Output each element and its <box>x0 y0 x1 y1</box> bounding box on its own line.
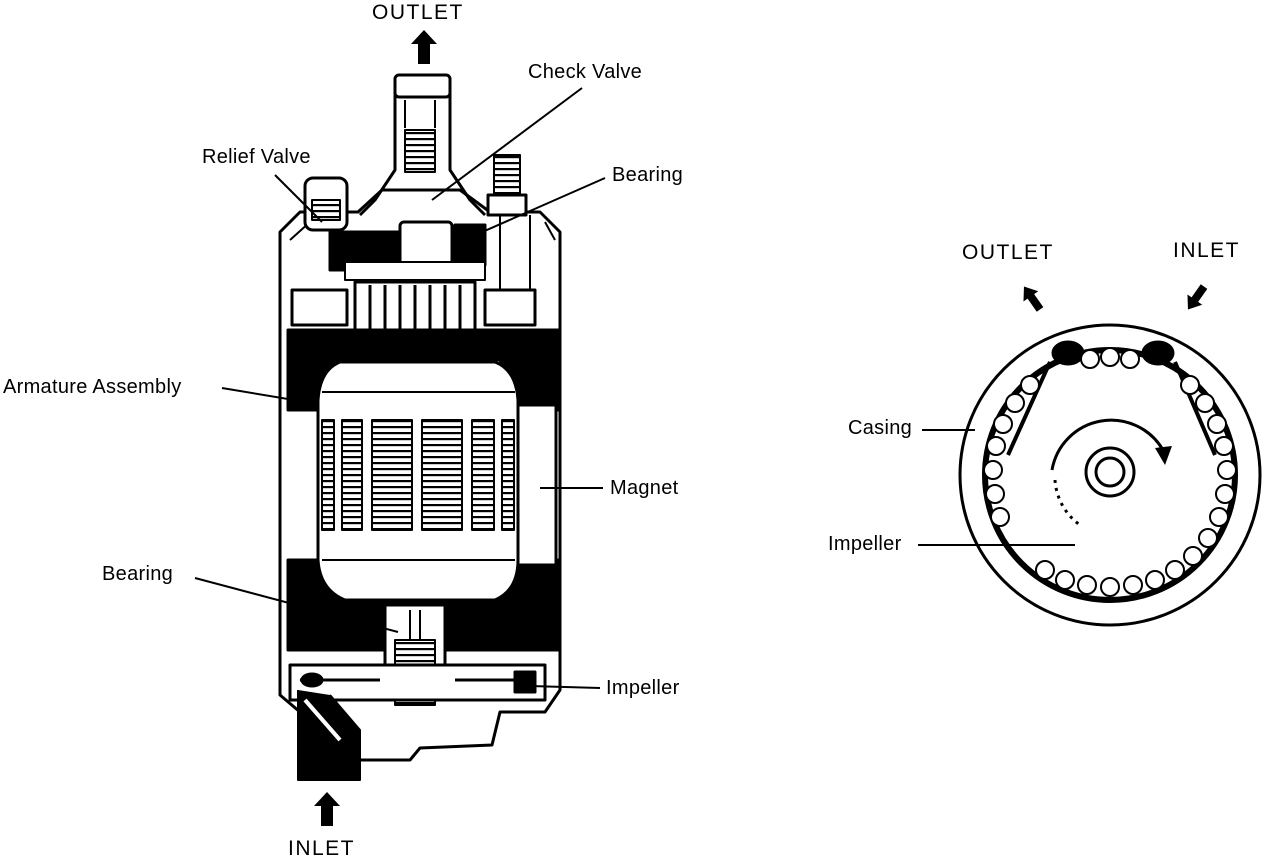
magnet-upper <box>286 328 562 412</box>
rotation-arrow <box>1050 418 1165 471</box>
armature-assembly <box>316 360 520 602</box>
outlet-flow-arrow-icon <box>1023 286 1044 312</box>
terminal-post <box>493 154 521 196</box>
impeller-housing <box>288 663 547 702</box>
inlet-arrow-icon <box>314 792 340 826</box>
pump-outlet-label: OUTLET <box>372 1 464 24</box>
magnet-label: Magnet <box>610 477 679 499</box>
magnet-side <box>516 403 558 567</box>
inlet-flow-arrow-icon <box>1187 284 1208 310</box>
outlet-nozzle <box>393 73 452 99</box>
lower-bearing-label: Bearing <box>102 563 174 585</box>
casing-outer-ring <box>958 323 1262 627</box>
outlet-tube <box>358 78 487 217</box>
relief-valve-label: Relief Valve <box>202 146 311 168</box>
impeller-hub <box>1084 446 1136 498</box>
check-valve-label: Check Valve <box>528 61 643 83</box>
armature-assembly-label: Armature Assembly <box>3 376 182 398</box>
outlet-port <box>1051 340 1085 366</box>
pump-cross-section <box>194 30 606 826</box>
outlet-arrow-icon <box>411 30 437 64</box>
check-valve-spring <box>404 129 436 173</box>
impeller-end-view <box>918 284 1262 627</box>
upper-bearing-label: Bearing <box>612 164 684 186</box>
view-inlet-label: INLET <box>1173 239 1241 262</box>
inlet-port <box>1141 340 1175 366</box>
view-impeller-label: Impeller <box>828 533 902 555</box>
view-outlet-label: OUTLET <box>962 241 1054 264</box>
impeller-vanes <box>983 347 1237 597</box>
casing-label: Casing <box>848 417 913 439</box>
pump-inlet-label: INLET <box>288 837 356 860</box>
rotation-arrowhead-icon <box>1155 446 1172 465</box>
pump-impeller-label: Impeller <box>606 677 680 699</box>
